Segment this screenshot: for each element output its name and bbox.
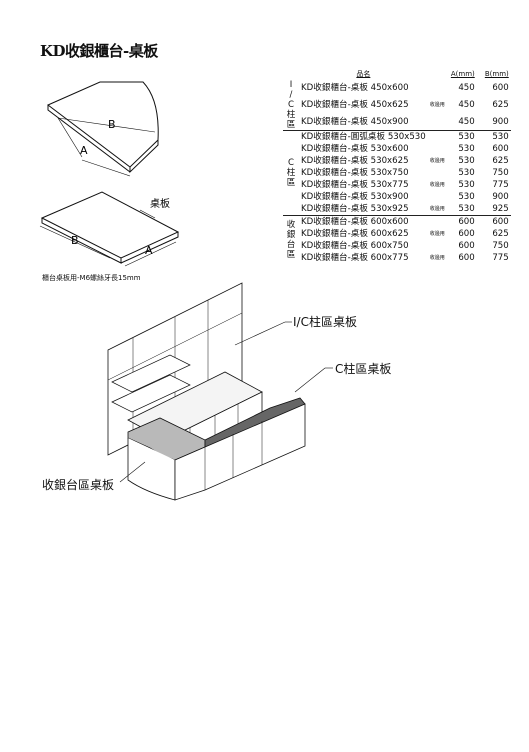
group-header-spacer [283,68,299,80]
note-cell: 收邊用 [429,101,445,108]
table-row: KD收銀櫃台-桌板 530x750 530 750 [283,167,511,179]
note-cell [428,240,447,252]
dimension-b-cell: 900 [492,116,509,127]
dimension-a-cell: 600 [446,215,477,228]
dimension-a-cell: 530 [458,168,475,178]
dimension-b-cell: 625 [492,156,509,166]
product-name-cell: KD收銀櫃台-圓弧桌板 530x530 [299,130,428,143]
dimension-a-cell: 530 [458,144,475,154]
dimension-b-cell: 925 [492,204,509,214]
callout-c: C柱區桌板 [335,362,392,376]
table-row: KD收銀櫃台-桌板 450x625 收邊用 450 625 [283,97,511,114]
product-name-cell: KD收銀櫃台-桌板 530x600 [301,144,409,154]
table-row: KD收銀櫃台-桌板 530x925 收邊用 530 925 [283,203,511,216]
table-row: KD收銀櫃台-桌板 530x625 收邊用 530 625 [283,155,511,167]
dimension-b-cell: 530 [476,130,511,143]
tabletop-label: 桌板 [150,197,170,210]
note-cell [428,80,447,97]
dimension-a-label-2: A [145,244,153,257]
table-row: KD收銀櫃台-桌板 530x600 530 600 [283,143,511,155]
product-name-cell: KD收銀櫃台-桌板 450x625 [301,99,409,110]
dimension-b-label: B [108,118,116,131]
note-cell [428,191,447,203]
dimension-a-cell: 530 [446,130,477,143]
dimension-a-cell: 530 [458,156,475,166]
product-name-cell: KD收銀櫃台-桌板 530x750 [301,168,409,178]
product-name-cell: KD收銀櫃台-桌板 450x900 [301,116,409,127]
dimension-b-cell: 625 [492,99,509,110]
product-name-cell: KD收銀櫃台-桌板 600x750 [301,241,409,251]
dimension-a-label: A [80,144,88,157]
product-name-cell: KD收銀櫃台-桌板 530x625 [301,156,409,166]
table-row: KD收銀櫃台-桌板 600x750 600 750 [283,240,511,252]
dimension-a-cell: 600 [458,241,475,251]
note-cell [427,130,447,143]
b-header: B(mm) [484,70,509,78]
callout-cashier: 收銀台區桌板 [42,478,115,492]
table-row: KD收銀櫃台-桌板 600x775 收邊用 600 775 [283,252,511,264]
table-row: KD收銀櫃台-桌板 450x900 450 900 [283,113,511,130]
dimension-b-cell: 775 [492,180,509,190]
page-title: KD收銀櫃台-桌板 [40,42,158,60]
a-header: A(mm) [450,70,475,78]
product-name-cell: KD收銀櫃台-桌板 530x925 [301,204,409,214]
note-cell [428,143,447,155]
dimension-b-cell: 900 [492,192,509,202]
note-cell: 收邊用 [429,255,445,261]
dimension-a-cell: 530 [458,180,475,190]
note-cell [428,113,447,130]
product-name-cell: KD收銀櫃台-桌板 530x775 [301,180,409,190]
dimension-b-label-2: B [71,234,79,247]
note-cell: 收邊用 [429,231,445,237]
dimension-b-cell: 625 [492,229,509,239]
note-cell: 收邊用 [429,182,445,188]
dimension-b-cell: 600 [492,144,509,154]
product-name-cell: KD收銀櫃台-桌板 600x775 [301,253,409,263]
dimension-b-cell: 600 [492,83,509,94]
product-name-cell: KD收銀櫃台-桌板 600x600 [299,215,428,228]
name-header: 品名 [356,70,371,78]
dimension-a-cell: 530 [458,192,475,202]
dimension-a-cell: 450 [458,116,475,127]
group-label: 收銀台區 [283,215,299,264]
dimension-b-cell: 750 [492,168,509,178]
screw-caption: 櫃台桌板用-M6螺絲牙長15mm [42,274,141,282]
dimension-a-cell: 450 [458,83,475,94]
dimension-a-cell: 600 [458,253,475,263]
dimension-a-cell: 450 [458,99,475,110]
callout-ic: I/C柱區桌板 [293,315,357,329]
product-name-cell: KD收銀櫃台-桌板 600x625 [301,229,409,239]
product-name-cell: KD收銀櫃台-桌板 530x900 [301,192,409,202]
dimension-a-cell: 600 [458,229,475,239]
note-cell [427,215,447,228]
note-cell: 收邊用 [429,158,445,164]
dimension-b-cell: 775 [492,253,509,263]
table-row: KD收銀櫃台-桌板 530x900 530 900 [283,191,511,203]
product-name-cell: KD收銀櫃台-桌板 450x600 [301,83,409,94]
table-row: KD收銀櫃台-桌板 530x775 收邊用 530 775 [283,179,511,191]
dimension-b-cell: 600 [476,215,511,228]
table-row: KD收銀櫃台-桌板 600x625 收邊用 600 625 [283,228,511,240]
dimension-b-cell: 750 [492,241,509,251]
note-cell [428,167,447,179]
dimension-a-cell: 530 [458,204,475,214]
note-header-spacer [428,68,447,80]
note-cell: 收邊用 [429,206,445,212]
